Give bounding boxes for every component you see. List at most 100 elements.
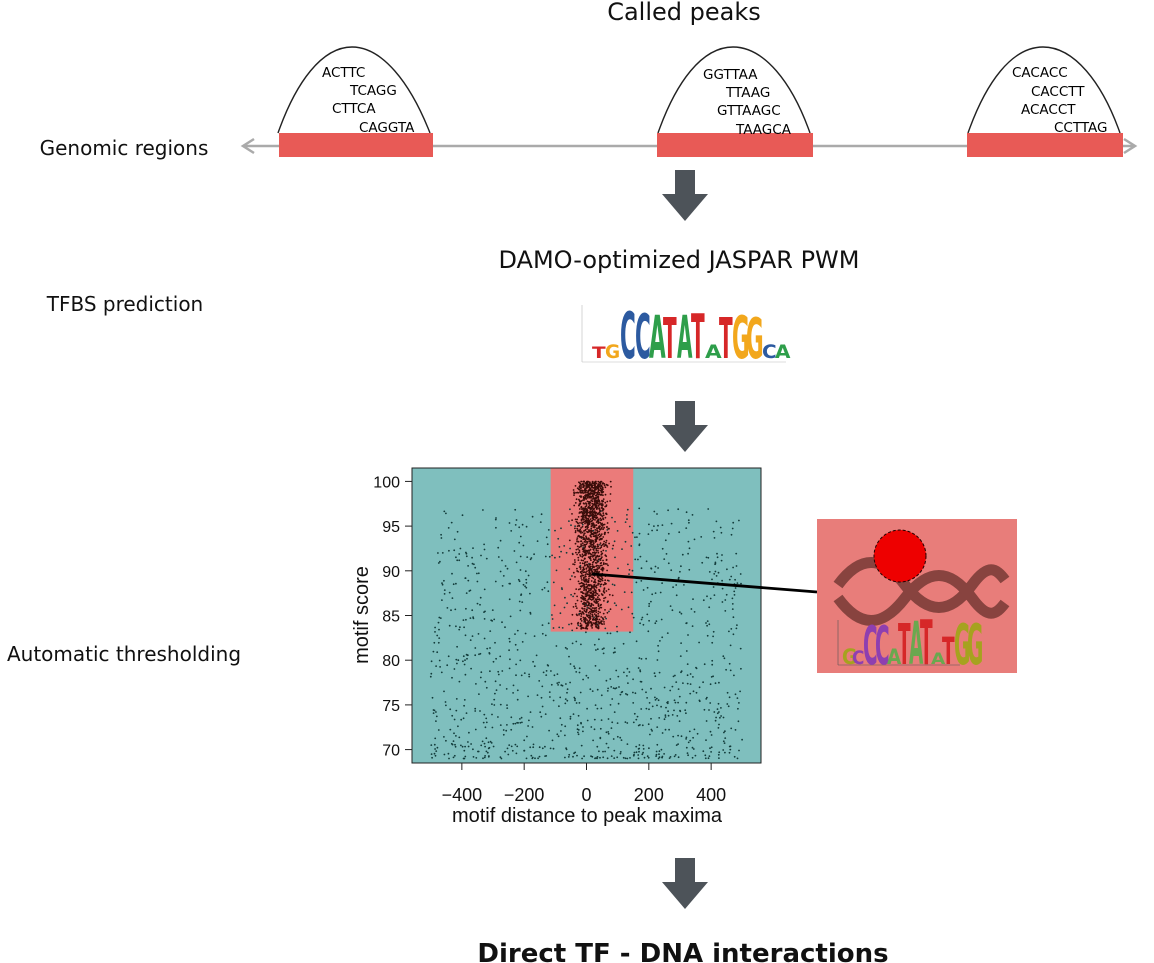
scatter-point — [453, 732, 455, 735]
scatter-point — [645, 560, 648, 563]
scatter-point — [693, 611, 696, 613]
scatter-point — [586, 483, 589, 485]
scatter-point — [663, 718, 666, 721]
scatter-point — [596, 527, 598, 530]
scatter-point — [465, 592, 468, 594]
scatter-point — [639, 670, 642, 673]
scatter-point — [721, 587, 724, 590]
scatter-point — [716, 552, 718, 555]
scatter-point — [573, 563, 576, 566]
scatter-point — [723, 742, 726, 744]
scatter-point — [433, 641, 436, 644]
scatter-point — [732, 616, 735, 619]
scatter-point — [590, 555, 592, 558]
scatter-point — [616, 735, 619, 738]
scatter-point — [602, 652, 605, 655]
scatter-point — [579, 568, 582, 570]
scatter-point — [457, 725, 459, 728]
scatter-point — [708, 755, 711, 757]
scatter-point — [597, 485, 600, 487]
scatter-point — [581, 489, 584, 492]
scatter-point — [668, 728, 670, 731]
scatter-point — [484, 745, 486, 748]
scatter-point — [610, 727, 613, 729]
scatter-point — [604, 579, 607, 582]
scatter-point — [586, 484, 589, 487]
scatter-point — [524, 632, 527, 635]
scatter-point — [582, 534, 585, 537]
scatter-point — [482, 509, 484, 511]
scatter-point — [631, 531, 634, 534]
scatter-point — [595, 534, 598, 536]
scatter-point — [597, 534, 600, 537]
scatter-point — [611, 721, 614, 724]
scatter-point — [619, 752, 622, 755]
scatter-point — [585, 517, 588, 520]
scatter-point — [502, 575, 505, 577]
scatter-point — [566, 602, 568, 605]
scatter-point — [518, 541, 521, 544]
scatter-point — [593, 580, 596, 583]
peak-3: CACACC CACCTT ACACCT CCTTAG — [967, 46, 1123, 157]
scatter-point — [584, 526, 587, 528]
scatter-point — [729, 669, 732, 672]
scatter-point — [464, 634, 467, 637]
scatter-point — [434, 754, 437, 757]
scatter-point — [589, 568, 592, 571]
scatter-point — [538, 755, 541, 758]
scatter-point — [592, 610, 595, 613]
scatter-point — [574, 699, 576, 702]
scatter-point — [564, 698, 567, 700]
scatter-point — [600, 519, 602, 522]
scatter-point — [685, 511, 688, 514]
scatter-point — [597, 505, 600, 507]
scatter-point — [708, 606, 711, 609]
scatter-point — [600, 553, 603, 556]
scatter-point — [509, 582, 511, 585]
scatter-point — [594, 617, 597, 620]
scatter-point — [705, 720, 708, 722]
scatter-point — [597, 519, 599, 521]
x-axis-label: motif distance to peak maxima — [452, 805, 723, 827]
scatter-point — [599, 483, 601, 486]
scatter-point — [606, 484, 609, 487]
scatter-point — [595, 649, 597, 651]
y-tick-label: 95 — [382, 519, 400, 536]
scatter-point — [730, 727, 733, 730]
scatter-point — [712, 630, 715, 633]
scatter-point — [453, 549, 456, 552]
scatter-point — [583, 485, 585, 488]
scatter-point — [441, 582, 443, 584]
scatter-point — [603, 621, 605, 623]
scatter-point — [587, 569, 590, 572]
scatter-point — [497, 556, 500, 558]
scatter-point — [575, 605, 577, 608]
scatter-point — [538, 680, 541, 682]
scatter-point — [587, 502, 590, 505]
scatter-point — [578, 524, 580, 527]
scatter-point — [586, 600, 588, 602]
scatter-point — [629, 631, 631, 634]
scatter-point — [641, 724, 644, 727]
scatter-point — [661, 732, 664, 734]
scatter-point — [729, 644, 732, 647]
scatter-point — [738, 519, 740, 522]
scatter-point — [598, 567, 600, 570]
scatter-point — [677, 688, 680, 690]
scatter-point — [597, 495, 600, 498]
scatter-point — [585, 537, 587, 539]
scatter-point — [722, 749, 725, 751]
scatter-point — [483, 742, 486, 745]
scatter-point — [585, 503, 588, 505]
scatter-point — [557, 537, 560, 540]
scatter-point — [467, 579, 470, 582]
scatter-point — [529, 711, 532, 713]
scatter-point — [661, 755, 664, 758]
scatter-point — [702, 681, 704, 684]
scatter-point — [514, 643, 517, 646]
scatter-point — [574, 530, 577, 532]
scatter-point — [606, 522, 609, 524]
scatter-point — [583, 618, 585, 621]
scatter-point — [701, 561, 704, 564]
